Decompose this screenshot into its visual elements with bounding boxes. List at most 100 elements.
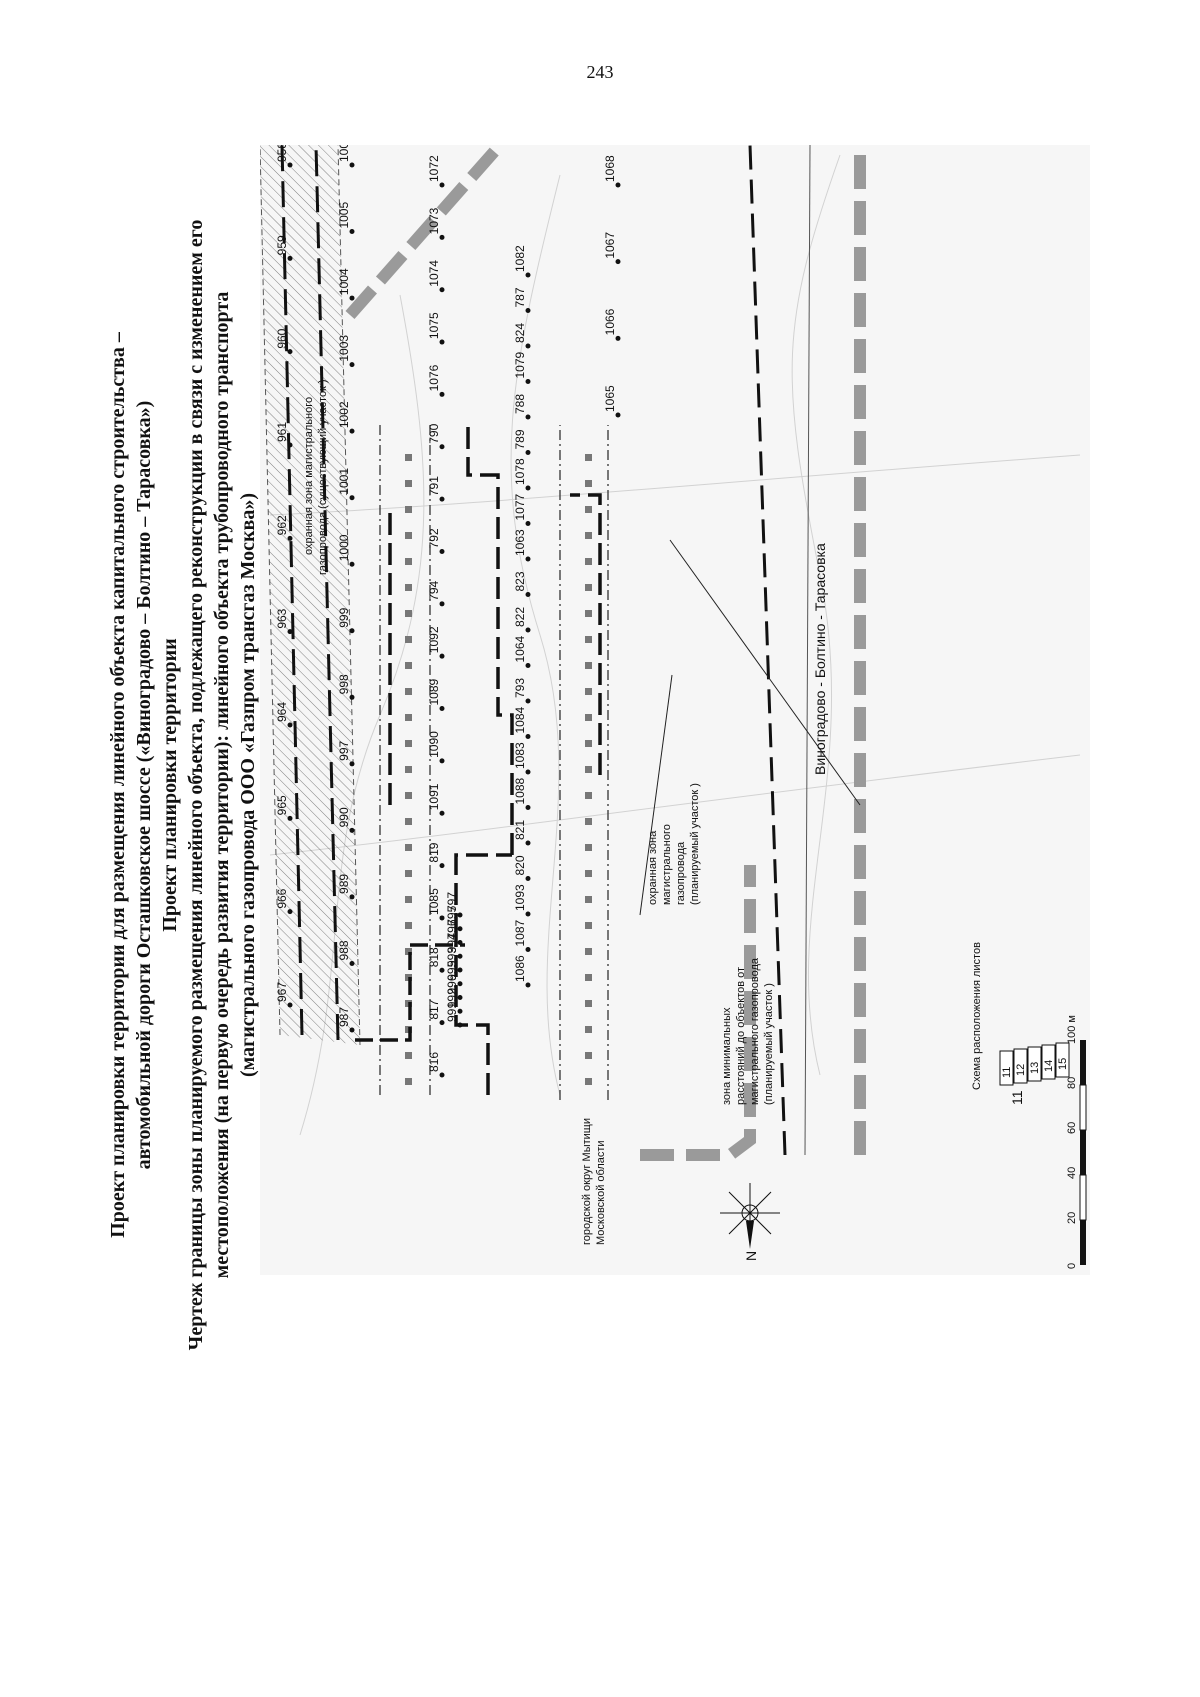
survey-point-label: 1068 [603, 155, 617, 182]
survey-point-label: 789 [513, 429, 527, 449]
survey-point-marker [525, 414, 531, 420]
survey-point-label: 1089 [427, 679, 441, 706]
title-line-4: Чертеж границы зоны планируемого размеще… [185, 219, 207, 1351]
sheet-number-label: 11 [1009, 1090, 1025, 1105]
survey-point-label: 1086 [513, 955, 527, 982]
pipeline-dot [405, 636, 412, 643]
sheet-index-label: 14 [1043, 1060, 1055, 1072]
survey-point-label: 788 [513, 394, 527, 414]
survey-point-marker [525, 698, 531, 704]
grey-zone-diagonal [345, 145, 505, 319]
survey-point-label: 1087 [513, 919, 527, 946]
sheet-index-label: 15 [1057, 1058, 1069, 1070]
pipeline-dot [405, 714, 412, 721]
pipeline-dot [405, 844, 412, 851]
min-zone-label-4: (планируемый участок ) [763, 983, 775, 1105]
survey-point-label: 823 [513, 571, 527, 591]
survey-point-marker [615, 259, 621, 265]
pipeline-dot [585, 766, 592, 773]
survey-point-marker [525, 485, 531, 491]
pipeline-dot [585, 662, 592, 669]
survey-point-marker [349, 229, 355, 235]
pipeline-dot [585, 922, 592, 929]
title-line-2: автомобильной дороги Осташковское шоссе … [133, 400, 155, 1170]
survey-point-marker [349, 162, 355, 168]
point-labels-planned-upper: 8168178181085819109110901089109279479279… [427, 155, 445, 1078]
survey-point-marker [525, 876, 531, 881]
pipeline-dot [585, 1078, 592, 1085]
survey-point-marker [349, 694, 355, 700]
point-labels-existing-lower: 9879889899909979989991000100110021003100… [337, 145, 355, 1033]
survey-point-marker [457, 926, 463, 932]
survey-point-label: 795 [445, 905, 459, 925]
survey-point-label: 1006 [337, 145, 351, 162]
survey-point-marker [439, 182, 445, 188]
survey-point-label: 796 [445, 919, 459, 939]
pipeline-dot [405, 1052, 412, 1059]
survey-point-label: 824 [513, 323, 527, 343]
survey-point-marker [457, 981, 463, 987]
scale-tick-label: 0 [1066, 1263, 1078, 1269]
pipeline-dot [405, 1078, 412, 1085]
planned-zone-label-2: магистрального [661, 824, 673, 905]
survey-point-label: 1084 [513, 706, 527, 733]
survey-point-marker [525, 840, 531, 846]
survey-point-marker [525, 947, 531, 952]
survey-point-marker [615, 335, 621, 341]
grey-zone-lower-b [640, 865, 756, 1161]
survey-point-label: 820 [513, 855, 527, 875]
survey-point-marker [457, 967, 463, 973]
survey-point-label: 991 [445, 1002, 459, 1022]
min-zone-label-3: магистрального газопровода [749, 957, 761, 1105]
survey-point-marker [287, 535, 293, 541]
survey-point-label: 816 [427, 1052, 441, 1072]
survey-point-marker [287, 255, 293, 261]
pipeline-dot [585, 740, 592, 747]
survey-point-marker [525, 911, 531, 917]
survey-point-label: 965 [275, 795, 289, 815]
survey-point-marker [615, 182, 621, 188]
min-zone-label-2: расстояний до объектов от [735, 967, 747, 1105]
title-line-3: Проект планировки территории [159, 638, 181, 932]
survey-point-marker [349, 561, 355, 567]
branch-pipeline [355, 943, 465, 1042]
pipeline-dot [405, 792, 412, 799]
survey-point-marker [525, 592, 531, 597]
scale-tick-label: 100 м [1066, 1015, 1078, 1044]
survey-point-label: 963 [275, 608, 289, 628]
survey-point-marker [525, 805, 531, 810]
survey-point-marker [525, 734, 531, 739]
survey-point-label: 989 [337, 874, 351, 894]
survey-point-label: 964 [275, 702, 289, 722]
survey-point-label: 994 [445, 933, 459, 953]
survey-point-label: 1074 [427, 260, 441, 287]
survey-point-label: 1090 [427, 731, 441, 758]
survey-point-marker [439, 758, 445, 764]
survey-point-label: 1004 [337, 268, 351, 295]
district-label-1: городской округ Мытищи [581, 1118, 593, 1245]
survey-point-marker [349, 495, 355, 501]
north-label: N [743, 1251, 759, 1261]
survey-point-label: 958 [275, 145, 289, 162]
planned-zone-label-4: (планируемый участок ) [689, 783, 701, 905]
survey-point-marker [439, 287, 445, 293]
survey-point-label: 1065 [603, 385, 617, 412]
survey-point-marker [525, 521, 531, 526]
survey-point-label: 1077 [513, 493, 527, 520]
survey-point-marker [439, 706, 445, 712]
survey-point-marker [439, 1072, 445, 1078]
survey-point-label: 1063 [513, 529, 527, 556]
survey-point-label: 1078 [513, 458, 527, 485]
survey-point-label: 818 [427, 947, 441, 967]
survey-point-label: 797 [445, 892, 459, 912]
min-zone-label-1: зона минимальных [721, 1007, 733, 1105]
sheet-index-cell [1027, 1046, 1042, 1082]
survey-point-marker [525, 272, 531, 278]
survey-point-marker [349, 827, 355, 833]
pipeline-dot [405, 558, 412, 565]
survey-point-marker [287, 815, 293, 821]
